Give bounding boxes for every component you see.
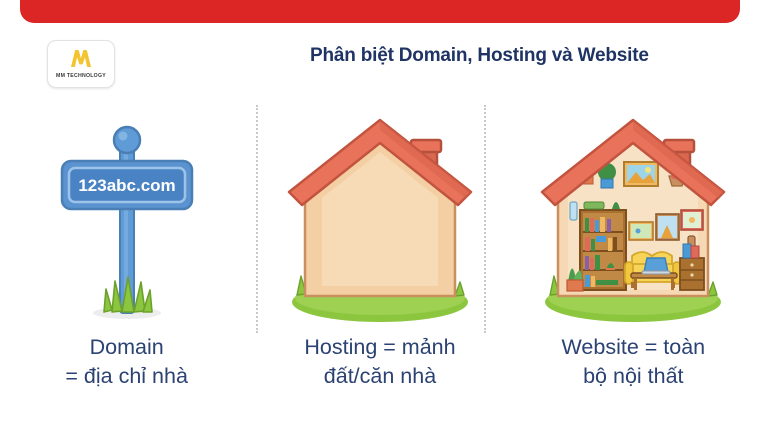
column-hosting: Hosting = mảnh đất/căn nhà bbox=[253, 100, 506, 420]
caption-domain-line1: Domain bbox=[89, 335, 164, 359]
signpost-illustration: 123abc.com bbox=[0, 100, 253, 325]
top-red-banner bbox=[20, 0, 740, 23]
column-divider-1 bbox=[256, 105, 258, 333]
column-website: Website = toàn bộ nội thất bbox=[507, 100, 760, 420]
framed-picture-icon bbox=[655, 213, 681, 241]
brand-logo: MM TECHNOLOGY bbox=[47, 40, 115, 88]
wall-decor-icon bbox=[569, 201, 578, 221]
laptop-icon bbox=[641, 257, 671, 275]
caption-hosting-line2: đất/căn nhà bbox=[323, 363, 437, 388]
column-divider-2 bbox=[484, 105, 486, 333]
caption-website-line1: Website = toàn bbox=[561, 335, 706, 359]
framed-picture-icon bbox=[680, 209, 705, 231]
page-title: Phân biệt Domain, Hosting và Website bbox=[310, 45, 649, 66]
column-domain: 123abc.com Domain = địa chỉ nhà bbox=[0, 100, 253, 420]
furnished-house-illustration bbox=[507, 100, 760, 325]
bookshelf-icon bbox=[579, 201, 628, 291]
logo-m-icon bbox=[70, 49, 92, 72]
caption-website: Website = toàn bộ nội thất bbox=[518, 333, 748, 390]
caption-hosting-line1: Hosting = mảnh bbox=[304, 335, 456, 359]
signpost-domain-text: 123abc.com bbox=[78, 176, 175, 195]
cabinet-icon bbox=[679, 243, 706, 291]
potted-plant-icon bbox=[566, 268, 584, 292]
framed-picture-icon bbox=[628, 221, 655, 241]
empty-house-illustration bbox=[253, 100, 506, 325]
caption-domain-line2: = địa chỉ nhà bbox=[65, 363, 188, 388]
comparison-columns: 123abc.com Domain = địa chỉ nhà bbox=[0, 100, 760, 420]
framed-picture-icon bbox=[623, 161, 660, 187]
caption-hosting: Hosting = mảnh đất/căn nhà bbox=[265, 333, 495, 390]
caption-domain: Domain = địa chỉ nhà bbox=[12, 333, 242, 390]
logo-company-name: MM TECHNOLOGY bbox=[56, 73, 106, 79]
caption-website-line2: bộ nội thất bbox=[583, 363, 684, 388]
